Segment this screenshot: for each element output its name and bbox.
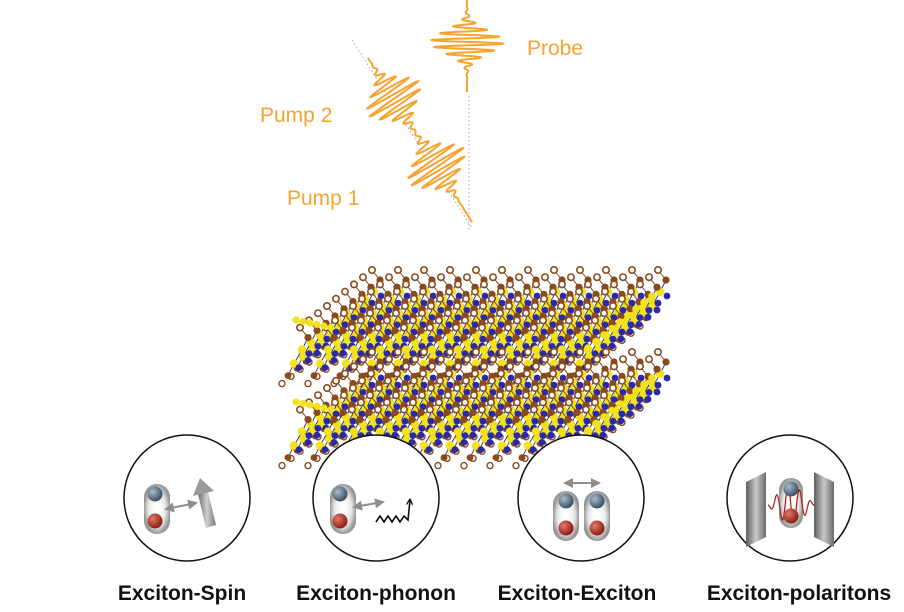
pump-pulse-trace [365,57,473,223]
exciton-phonon-icon [312,434,440,562]
caption-exciton-exciton: Exciton-Exciton [497,582,657,605]
pulse-sequence [351,0,506,230]
time-axis-diagonal [351,39,473,229]
caption-exciton-spin: Exciton-Spin [117,582,247,605]
exciton-exciton-icon [517,434,645,562]
pump1-label: Pump 1 [287,187,360,210]
exciton-spin-icon [123,434,251,562]
layered-crystal-structure [278,265,671,470]
pump2-label: Pump 2 [260,104,333,127]
exciton-polariton-icon [726,434,854,562]
probe-pulse-trace [429,0,506,92]
interaction-icons [123,434,854,562]
caption-exciton-polaritons: Exciton-polaritons [706,582,892,605]
caption-exciton-phonon: Exciton-phonon [296,582,456,605]
probe-label: Probe [527,37,584,60]
